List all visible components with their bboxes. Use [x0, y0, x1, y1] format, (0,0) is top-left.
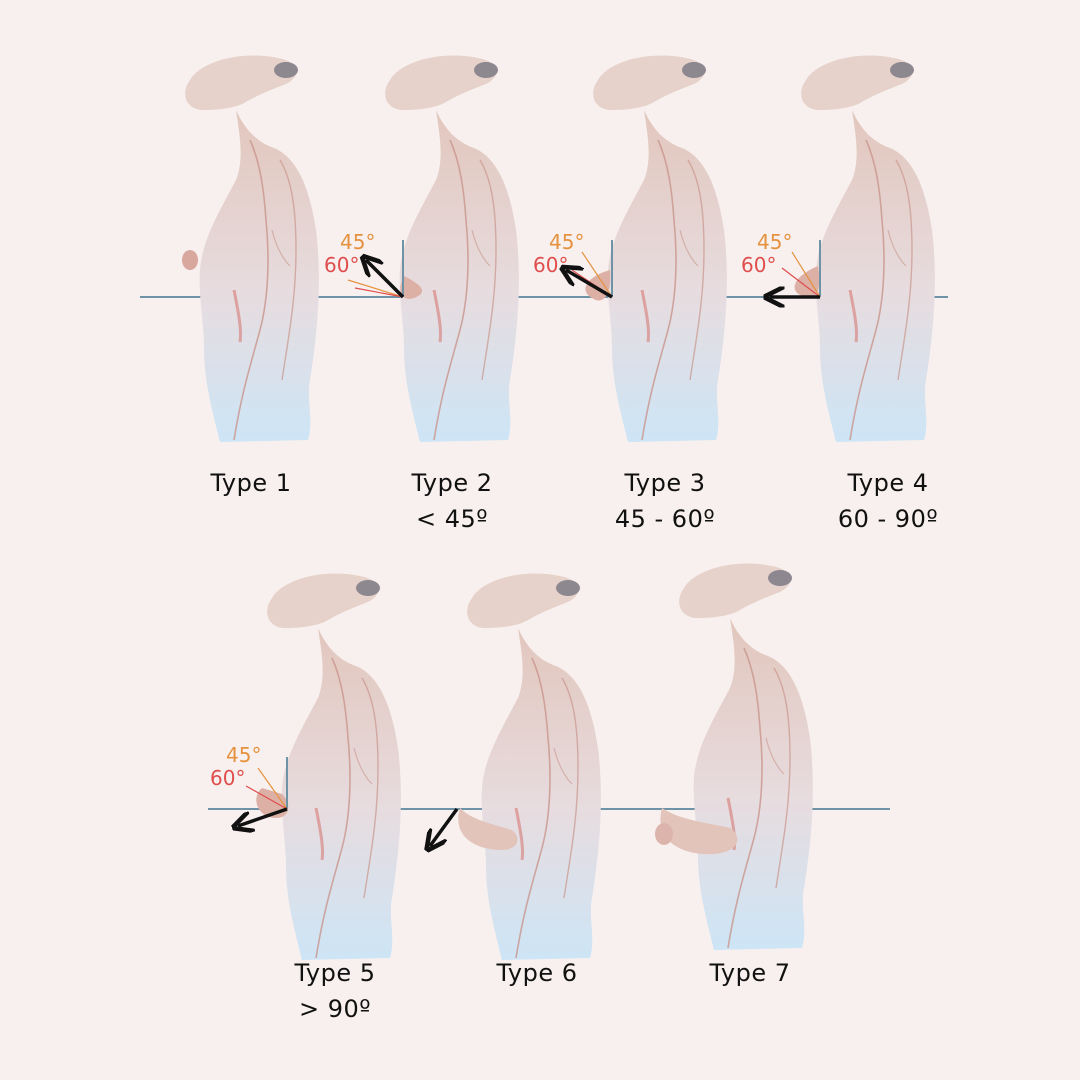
caption-type-7: Type 7 [650, 955, 850, 991]
angle-line-45-type-3 [581, 251, 613, 298]
angle-label-60-type-4: 60° [741, 253, 776, 277]
type-title: Type 6 [496, 959, 578, 987]
arrow-type-6 [430, 807, 459, 846]
angle-label-45-type-4: 45° [757, 230, 792, 254]
angle-line-60-type-5 [245, 785, 288, 810]
arrow-type-5 [238, 807, 288, 826]
figure-type-6 [458, 571, 603, 962]
figure-type-3 [585, 53, 729, 444]
caption-type-4: Type 4 60 - 90º [788, 465, 988, 537]
angle-label-60-type-5: 60° [210, 766, 245, 790]
angle-range: 60 - 90º [837, 505, 939, 533]
angle-label-45-type-2: 45° [340, 230, 375, 254]
type-title: Type 3 [624, 469, 706, 497]
angle-range: 45 - 60º [614, 505, 716, 533]
angle-label-45-type-5: 45° [226, 743, 261, 767]
angle-range: < 45º [415, 505, 489, 533]
arrow-type-3 [566, 270, 613, 299]
caption-type-6: Type 6 [437, 955, 637, 991]
angle-line-60-type-4 [781, 267, 821, 298]
arrow-type-2 [366, 260, 405, 299]
caption-type-1: Type 1 [151, 465, 351, 501]
angle-label-60-type-2: 60° [324, 253, 359, 277]
figure-type-2 [383, 53, 521, 444]
angle-range: > 90º [298, 995, 372, 1023]
angle-line-45-type-2 [347, 279, 404, 298]
caption-type-2: Type 2 < 45º [352, 465, 552, 537]
angle-line-45-type-5 [257, 767, 288, 810]
figure-type-7 [655, 561, 815, 952]
angle-line-60-type-2 [354, 287, 404, 298]
type-title: Type 5 [294, 959, 376, 987]
caption-type-5: Type 5 > 90º [235, 955, 435, 1027]
angle-line-45-type-4 [791, 251, 821, 298]
figure-type-5 [256, 571, 403, 962]
angle-label-60-type-3: 60° [533, 253, 568, 277]
figure-type-4 [794, 53, 937, 444]
angle-label-45-type-3: 45° [549, 230, 584, 254]
type-title: Type 2 [411, 469, 493, 497]
figure-type-1 [182, 53, 321, 444]
type-title: Type 4 [847, 469, 929, 497]
caption-type-3: Type 3 45 - 60º [565, 465, 765, 537]
type-title: Type 1 [210, 469, 292, 497]
type-title: Type 7 [709, 959, 791, 987]
